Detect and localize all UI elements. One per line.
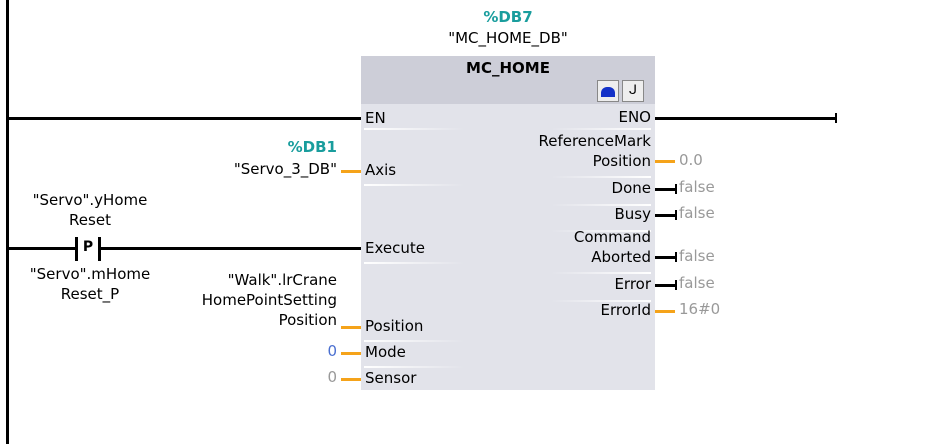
output-error: Error bbox=[614, 275, 651, 293]
eno-wire-end bbox=[835, 113, 837, 123]
output-errorid: ErrorId bbox=[600, 301, 651, 319]
contact-type: P bbox=[82, 239, 94, 255]
input-en: EN bbox=[365, 109, 386, 127]
mc-home-block[interactable]: MC_HOME ᒍ bbox=[361, 56, 655, 390]
axis-db-name[interactable]: "Servo_3_DB" bbox=[233, 160, 337, 178]
sensor-value[interactable]: 0 bbox=[327, 368, 337, 386]
busy-value: false bbox=[679, 204, 715, 222]
input-axis: Axis bbox=[365, 161, 397, 179]
output-eno: ENO bbox=[618, 108, 651, 126]
power-rail bbox=[6, 0, 9, 444]
aborted-value: false bbox=[679, 247, 715, 265]
error-value: false bbox=[679, 274, 715, 292]
errorid-value: 16#0 bbox=[679, 300, 721, 318]
input-sensor: Sensor bbox=[365, 369, 417, 387]
online-icon[interactable] bbox=[597, 80, 619, 102]
input-position: Position bbox=[365, 317, 424, 335]
p-contact[interactable]: P bbox=[75, 237, 103, 261]
en-wire bbox=[8, 117, 361, 120]
diagnostics-icon[interactable]: ᒍ bbox=[622, 80, 644, 102]
output-done: Done bbox=[611, 179, 651, 197]
block-title: MC_HOME bbox=[466, 59, 550, 77]
refmark-value: 0.0 bbox=[679, 151, 703, 169]
execute-wire-left bbox=[8, 247, 76, 250]
eno-wire bbox=[655, 117, 836, 120]
mode-value[interactable]: 0 bbox=[327, 342, 337, 360]
instance-db-address: %DB7 bbox=[483, 8, 533, 26]
instance-db-name[interactable]: "MC_HOME_DB" bbox=[448, 29, 568, 47]
execute-wire-right bbox=[100, 247, 361, 250]
done-value: false bbox=[679, 178, 715, 196]
axis-db-address: %DB1 bbox=[287, 138, 337, 156]
input-execute: Execute bbox=[365, 239, 425, 257]
output-busy: Busy bbox=[614, 205, 652, 223]
input-mode: Mode bbox=[365, 343, 406, 361]
